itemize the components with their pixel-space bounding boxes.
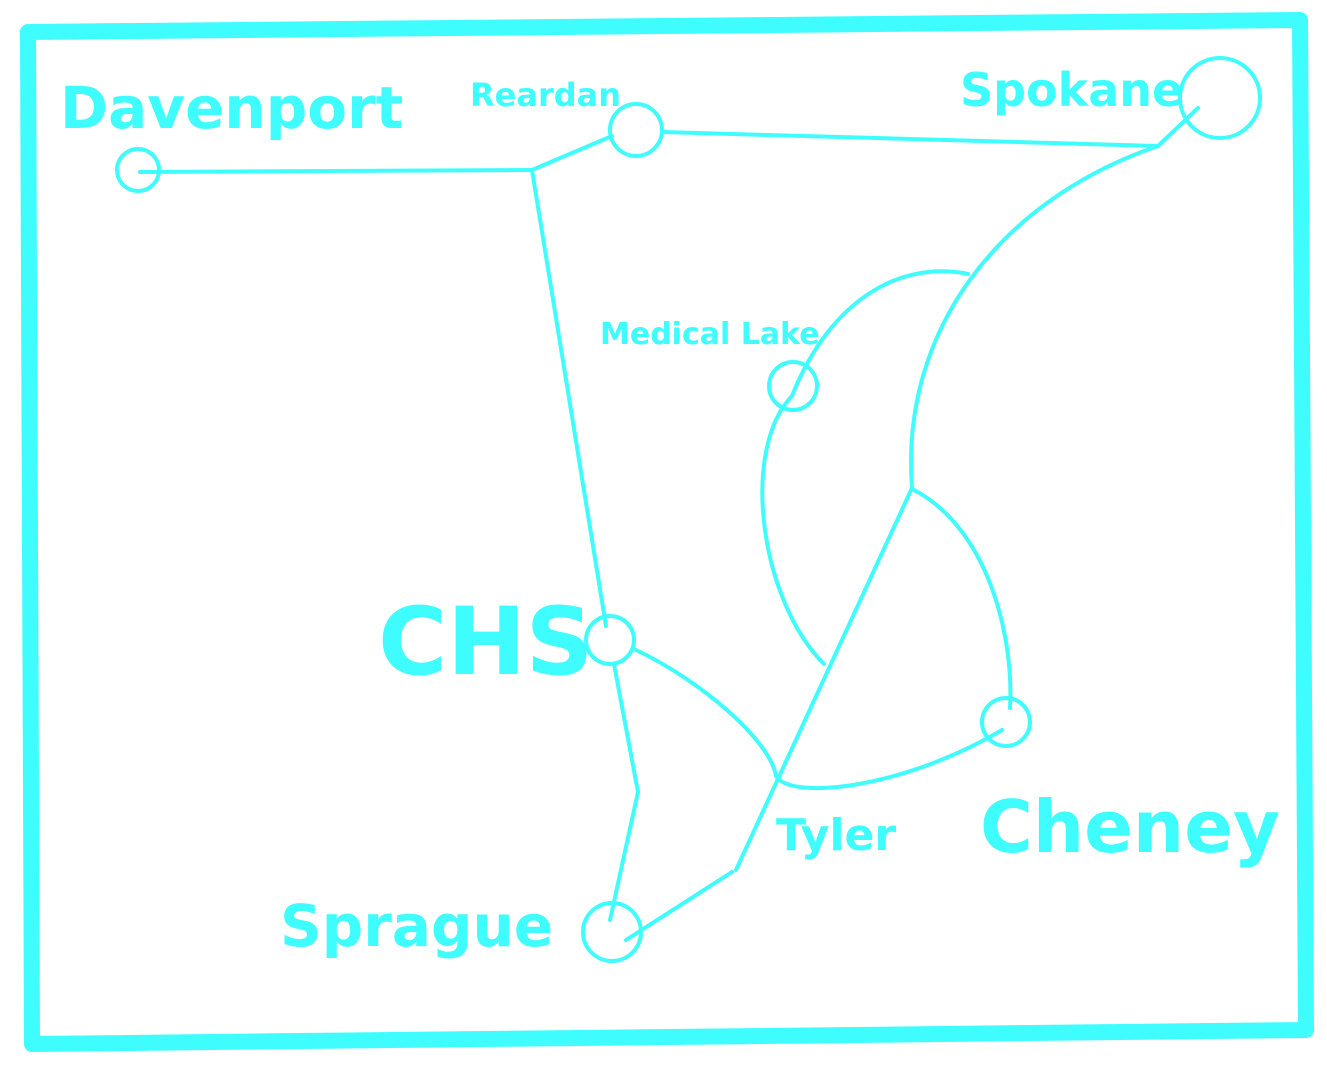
label-medical-lake: Medical Lake bbox=[600, 317, 820, 352]
map-frame bbox=[20, 12, 1314, 1052]
station-chs bbox=[584, 614, 636, 666]
line-davenport-junction bbox=[138, 168, 534, 174]
line-tyler-cheney bbox=[774, 728, 1004, 791]
station-reardan bbox=[608, 102, 664, 158]
label-sprague: Sprague bbox=[280, 892, 553, 960]
stations bbox=[115, 56, 1262, 963]
label-chs: CHS bbox=[378, 588, 593, 697]
station-davenport bbox=[115, 147, 161, 193]
line-sprague-spur bbox=[624, 870, 734, 942]
station-medical-lake bbox=[767, 360, 819, 412]
station-cheney bbox=[980, 696, 1032, 748]
line-junction-chs bbox=[530, 168, 608, 628]
line-chs-bend bbox=[612, 662, 640, 794]
label-reardan: Reardan bbox=[470, 76, 621, 114]
line-junction-reardan bbox=[530, 134, 614, 172]
line-medlake-arc-top bbox=[790, 269, 970, 398]
line-hub-southwest bbox=[734, 486, 914, 872]
label-davenport: Davenport bbox=[60, 74, 403, 142]
station-labels: Davenport Reardan Spokane Medical Lake C… bbox=[60, 63, 1280, 960]
label-spokane: Spokane bbox=[960, 63, 1183, 117]
label-cheney: Cheney bbox=[980, 785, 1280, 869]
line-spokane-connector bbox=[1156, 106, 1200, 148]
line-medlake-arc-bottom bbox=[760, 394, 826, 666]
station-sprague bbox=[581, 901, 643, 963]
line-chs-tyler bbox=[634, 648, 778, 778]
station-spokane bbox=[1178, 56, 1262, 140]
line-spokane-curve bbox=[909, 144, 1160, 490]
line-bend-sprague bbox=[608, 790, 640, 922]
label-tyler: Tyler bbox=[776, 810, 896, 861]
route-lines bbox=[138, 106, 1200, 942]
line-hub-cheney bbox=[912, 488, 1013, 710]
line-reardan-spokane bbox=[660, 130, 1160, 148]
